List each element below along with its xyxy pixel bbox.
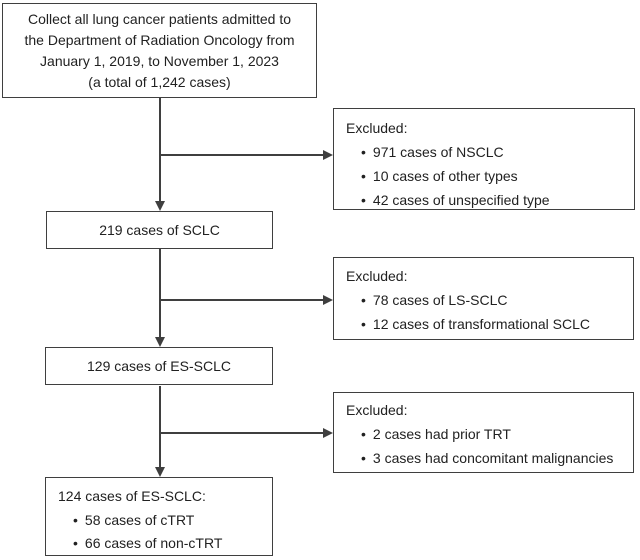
arrow-down-icon	[155, 337, 165, 347]
excluded-list: • 971 cases of NSCLC • 10 cases of other…	[346, 140, 630, 212]
list-item: • 58 cases of cTRT	[73, 509, 268, 533]
total-patients-line: the Department of Radiation Oncology fro…	[24, 31, 295, 48]
bullet-icon: •	[73, 511, 78, 528]
list-item: • 971 cases of NSCLC	[361, 140, 630, 164]
excluded-title: Excluded:	[346, 402, 408, 418]
excluded-item-label: 78 cases of LS-SCLC	[372, 292, 508, 308]
excluded-item-label: 971 cases of NSCLC	[372, 144, 504, 160]
excluded-item-label: 2 cases had prior TRT	[372, 426, 511, 442]
connector-top-to-sclc	[159, 98, 161, 202]
excluded-item-label: 12 cases of transformational SCLC	[372, 316, 591, 332]
arrow-down-icon	[155, 201, 165, 211]
total-patients-line: January 1, 2019, to November 1, 2023	[40, 52, 279, 69]
bullet-icon: •	[361, 144, 366, 160]
arrow-down-icon	[155, 467, 165, 477]
excluded-item-label: 42 cases of unspecified type	[372, 192, 550, 208]
connector-es-to-final	[159, 386, 161, 468]
list-item: • 78 cases of LS-SCLC	[361, 288, 629, 312]
bullet-icon: •	[361, 316, 366, 332]
box-sclc-219: 219 cases of SCLC	[46, 211, 273, 249]
box-final-cohort: 124 cases of ES-SCLC: • 58 cases of cTRT…	[45, 477, 273, 556]
excluded-item-label: 10 cases of other types	[372, 168, 518, 184]
list-item: • 12 cases of transformational SCLC	[361, 312, 629, 336]
arrow-right-icon	[323, 294, 333, 305]
total-patients-line: (a total of 1,242 cases)	[88, 73, 231, 90]
list-item: • 42 cases of unspecified type	[361, 188, 630, 212]
es-sclc-label: 129 cases of ES-SCLC	[87, 358, 231, 374]
final-item-label: 66 cases of non-cTRT	[84, 535, 223, 551]
excluded-list: • 78 cases of LS-SCLC • 12 cases of tran…	[346, 288, 629, 336]
list-item: • 2 cases had prior TRT	[361, 422, 629, 446]
bullet-icon: •	[361, 426, 366, 442]
connector-to-excluded-2	[160, 299, 324, 301]
list-item: • 3 cases had concomitant malignancies	[361, 446, 629, 470]
bullet-icon: •	[361, 292, 366, 308]
box-excluded-3: Excluded: • 2 cases had prior TRT • 3 ca…	[333, 392, 634, 473]
excluded-item-label: 3 cases had concomitant malignancies	[372, 450, 614, 466]
excluded-title: Excluded:	[346, 120, 408, 136]
bullet-icon: •	[73, 535, 78, 551]
bullet-icon: •	[361, 192, 366, 208]
final-cohort-list: • 58 cases of cTRT • 66 cases of non-cTR…	[58, 509, 268, 556]
box-total-patients: Collect all lung cancer patients admitte…	[2, 3, 317, 98]
bullet-icon: •	[361, 168, 366, 184]
excluded-title: Excluded:	[346, 268, 408, 284]
arrow-right-icon	[323, 427, 333, 438]
bullet-icon: •	[361, 450, 366, 466]
box-excluded-1: Excluded: • 971 cases of NSCLC • 10 case…	[333, 108, 635, 210]
connector-to-excluded-3	[160, 432, 324, 434]
box-es-sclc-129: 129 cases of ES-SCLC	[45, 347, 273, 385]
total-patients-line: Collect all lung cancer patients admitte…	[27, 10, 292, 27]
list-item: • 10 cases of other types	[361, 164, 630, 188]
final-cohort-title: 124 cases of ES-SCLC:	[58, 488, 206, 504]
final-item-label: 58 cases of cTRT	[84, 511, 195, 528]
arrow-right-icon	[323, 149, 333, 160]
box-excluded-2: Excluded: • 78 cases of LS-SCLC • 12 cas…	[333, 257, 634, 340]
list-item: • 66 cases of non-cTRT	[73, 532, 268, 556]
connector-sclc-to-es	[159, 249, 161, 338]
excluded-list: • 2 cases had prior TRT • 3 cases had co…	[346, 422, 629, 470]
sclc-label: 219 cases of SCLC	[99, 222, 220, 238]
connector-to-excluded-1	[160, 154, 324, 156]
